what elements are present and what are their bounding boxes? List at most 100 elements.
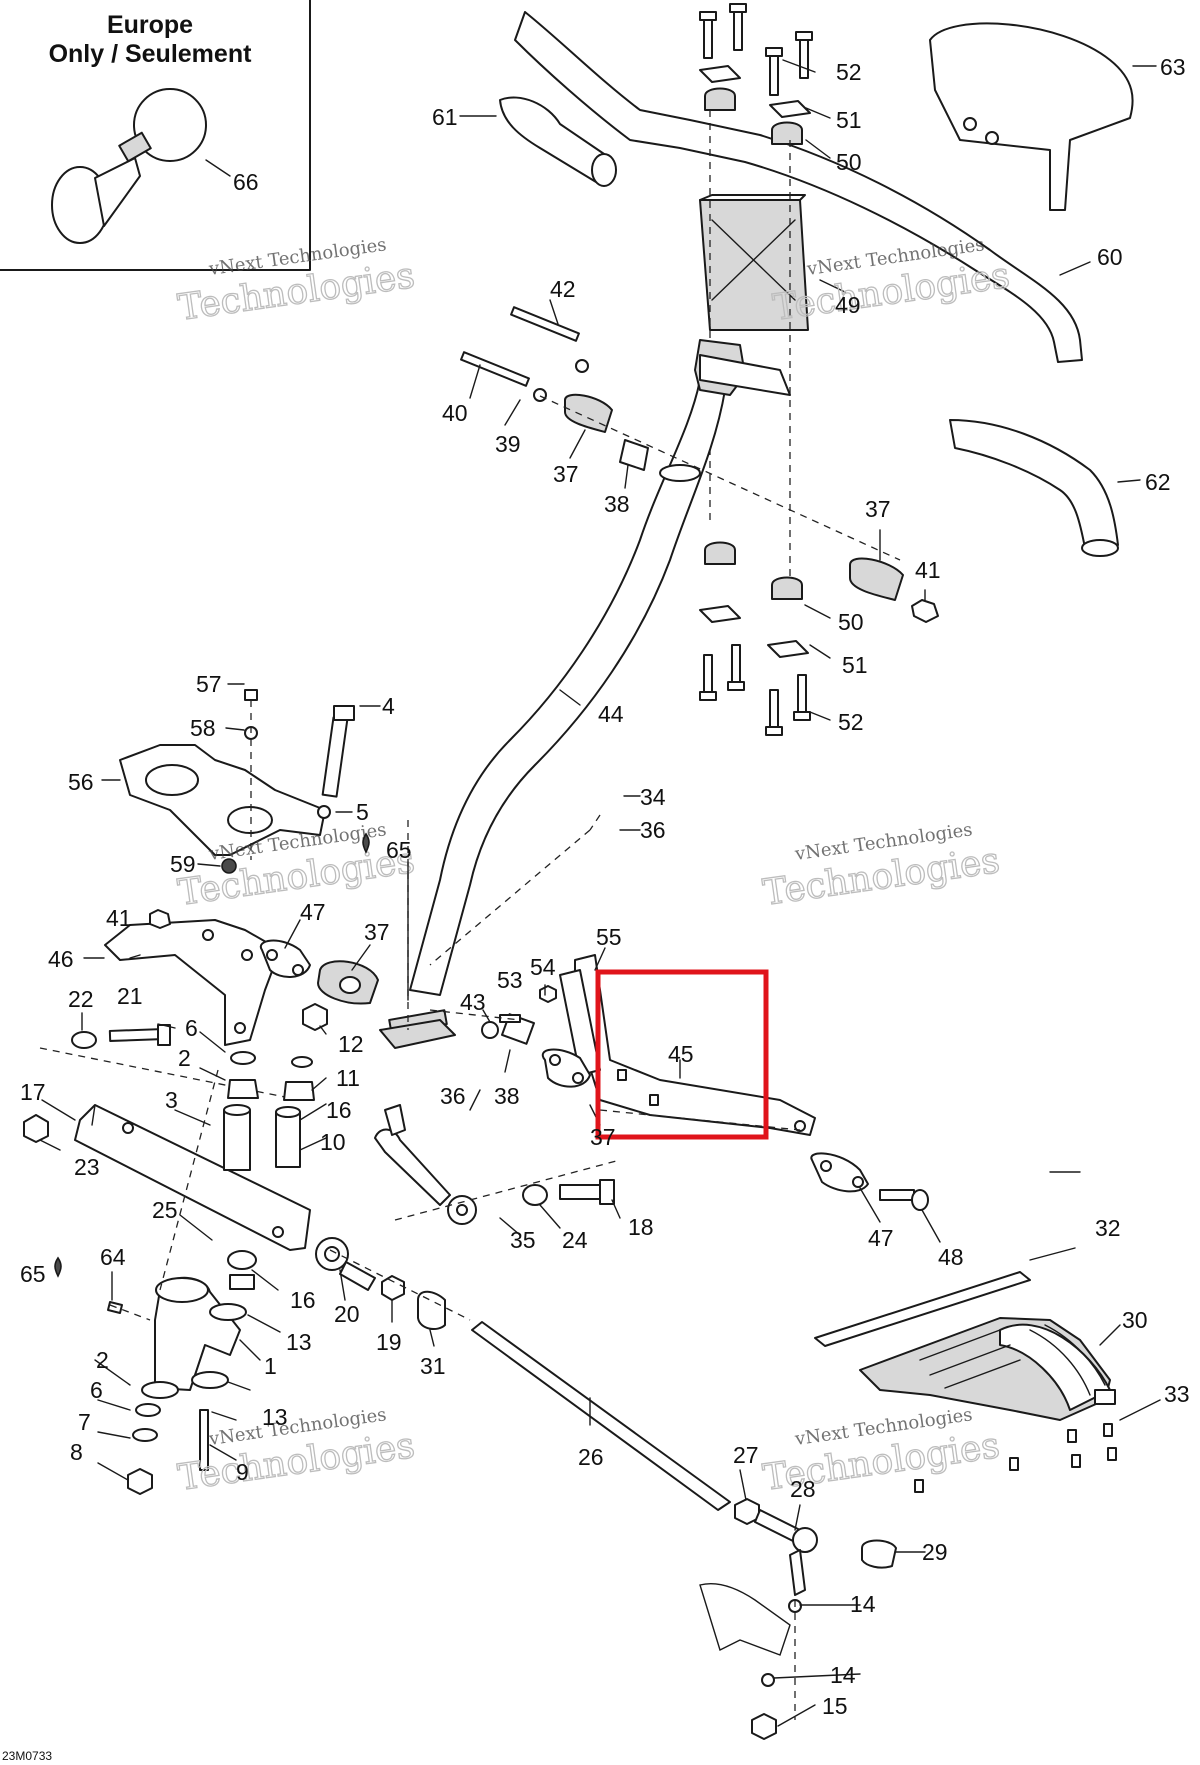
oil-drop-icon [362,832,370,854]
callout-7: 7 [78,1409,91,1435]
callout-66: 66 [233,169,259,195]
callout-14-low: 14 [830,1662,856,1688]
callout-5: 5 [356,799,369,825]
callout-20: 20 [334,1301,360,1327]
callout-41-left: 41 [106,905,132,931]
watermark-top-right: vNext Technologies Technologies [770,234,1013,329]
grip-61 [459,96,617,187]
callout-43: 43 [460,989,486,1015]
callout-50-low: 50 [838,609,864,635]
callout-12: 12 [338,1031,364,1057]
callout-44: 44 [598,701,624,727]
callout-22: 22 [68,986,94,1012]
bushing-stack-left [71,1003,328,1171]
callout-63: 63 [1160,54,1186,80]
callout-labels: 52 51 50 63 61 66 60 49 42 40 39 37 38 6… [2,54,1190,1763]
bushing-29 [861,1539,897,1569]
callout-30: 30 [1122,1307,1148,1333]
callout-24: 24 [562,1227,588,1253]
callout-10: 10 [320,1129,346,1155]
inset-border [0,0,311,271]
inset-title-line2: Only / Seulement [49,40,253,68]
clamp-49 [699,194,846,331]
callout-50: 50 [836,149,862,175]
callout-4: 4 [382,693,395,719]
grip-62 [949,419,1141,557]
callout-31: 31 [420,1353,446,1379]
callout-16-low: 16 [290,1287,316,1313]
watermark-mid-right: vNext Technologies Technologies [760,819,1003,914]
callout-51-low: 51 [842,652,868,678]
drawing-code: 23M0733 [2,1749,52,1763]
callout-57: 57 [196,671,222,697]
callout-65-left: 65 [20,1261,46,1287]
callout-64: 64 [100,1244,126,1270]
callout-3: 3 [165,1087,178,1113]
callout-47-left: 47 [300,899,326,925]
callout-49: 49 [835,292,861,318]
clamp-bolts-lower [699,541,811,736]
callout-34: 34 [640,784,666,810]
handlebar-60 [514,11,1091,363]
callout-37-mid: 37 [364,919,390,945]
callout-37-top: 37 [553,461,579,487]
callout-36-mid: 36 [440,1083,466,1109]
callout-61: 61 [432,104,458,130]
callout-2-top: 2 [178,1045,191,1071]
highlight-box-45 [595,969,769,1140]
rod-35 [374,1104,621,1225]
callout-37-right: 37 [865,496,891,522]
inset-title-line1: Europe [107,11,193,39]
callout-62: 62 [1145,469,1171,495]
callout-35: 35 [510,1227,536,1253]
callout-13-low: 13 [262,1404,288,1430]
callout-60: 60 [1097,244,1123,270]
callout-36-top: 36 [640,817,666,843]
callout-11: 11 [336,1065,360,1091]
callout-18: 18 [628,1214,654,1240]
callout-39: 39 [495,431,521,457]
callout-33: 33 [1164,1381,1190,1407]
bushing-37-left [317,960,379,1005]
arm-45 [429,954,816,1136]
link-47-left [259,939,311,978]
callout-55: 55 [596,924,622,950]
callout-27: 27 [733,1442,759,1468]
callout-48: 48 [938,1244,964,1270]
callout-13-top: 13 [286,1329,312,1355]
bracket-46 [83,909,281,1046]
callout-6-low: 6 [90,1377,103,1403]
callout-47-right: 47 [868,1225,894,1251]
callout-53: 53 [497,967,523,993]
clamp-bolts-upper [699,3,813,580]
pad-63 [929,22,1157,211]
callout-21: 21 [117,983,143,1009]
callout-23: 23 [74,1154,100,1180]
callout-51: 51 [836,107,862,133]
callout-38-top: 38 [604,491,630,517]
callout-29: 29 [922,1539,948,1565]
callout-9: 9 [236,1459,249,1485]
bushing-set-right [849,557,939,623]
callout-25: 25 [152,1197,178,1223]
callout-37-low: 37 [590,1124,616,1150]
callout-56: 56 [68,769,94,795]
callout-41-right: 41 [915,557,941,583]
callout-1: 1 [264,1353,277,1379]
callout-19: 19 [376,1329,402,1355]
callout-52-low: 52 [838,709,864,735]
callout-65-mid: 65 [386,837,412,863]
callout-38-mid: 38 [494,1083,520,1109]
rivets-33 [914,1399,1161,1493]
callout-40: 40 [442,400,468,426]
callout-58: 58 [190,715,216,741]
bracket-56 [101,689,355,874]
callout-8: 8 [70,1439,83,1465]
watermark-top-left: vNext Technologies Technologies [175,234,418,329]
leader-lines [39,59,1121,1727]
watermark-low-left: vNext Technologies Technologies [175,1404,418,1499]
callout-46: 46 [48,946,74,972]
europe-inset: Europe Only / Seulement [0,0,311,271]
callout-2-low: 2 [96,1347,109,1373]
